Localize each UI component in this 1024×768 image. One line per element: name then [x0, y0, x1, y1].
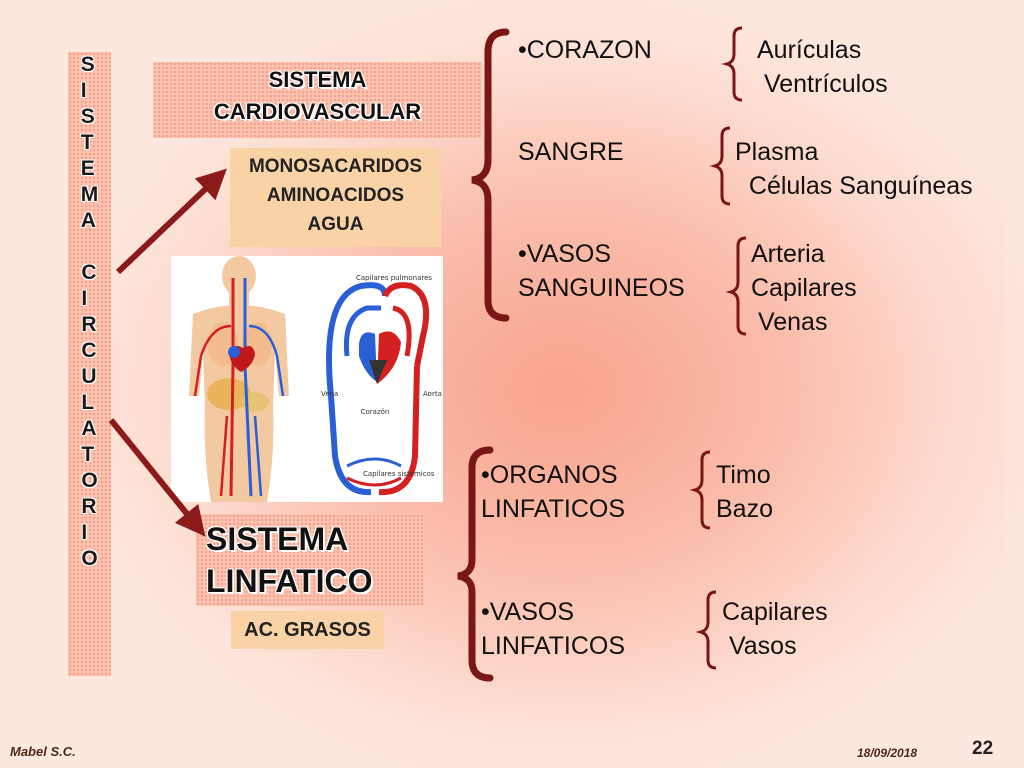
component-vasos-sanguineos-line1: •VASOS — [518, 240, 612, 268]
aorta-label: Aorta — [423, 390, 442, 398]
human-body-figure — [189, 256, 289, 502]
nutrient-item: MONOSACARIDOS — [248, 156, 423, 177]
linfatico-title: SISTEMA LINFATICO — [196, 518, 424, 602]
component-vasos-linfaticos-line2: LINFATICOS — [481, 632, 626, 660]
cardiovascular-nutrients-box: MONOSACARIDOS AMINOACIDOS AGUA — [230, 148, 441, 247]
vertical-title-letter: A — [81, 417, 97, 440]
vertical-title-background — [68, 52, 111, 676]
vertical-title-letter: I — [81, 521, 88, 544]
circulation-illustration-svg: Capilares pulmonares Corazón Vena Aorta … — [189, 256, 442, 502]
brace-vasos-sanguineos-icon — [725, 236, 747, 336]
part-venas: Venas — [751, 308, 828, 336]
component-vasos-linfaticos-line1: •VASOS — [481, 598, 575, 626]
circulation-schematic: Capilares pulmonares Corazón Vena Aorta … — [321, 274, 442, 496]
linfatico-nutrient-box: AC. GRASOS — [231, 611, 384, 649]
component-vasos-sanguineos-line2: SANGUINEOS — [518, 274, 685, 302]
arrow-to-cardiovascular — [115, 168, 227, 275]
part-arteria: Arteria — [751, 240, 825, 268]
nutrient-item: AGUA — [307, 214, 364, 235]
part-timo: Timo — [716, 461, 771, 489]
linfatico-title-line2: LINFATICO — [206, 563, 373, 599]
vertical-title-letter: S — [80, 105, 95, 128]
brace-cardiovascular-icon — [471, 28, 510, 322]
part-auriculas: Aurículas — [757, 36, 862, 64]
part-plasma: Plasma — [735, 138, 819, 166]
footer-date: 18/09/2018 — [857, 746, 918, 760]
capilares-sistemicos-label: Capilares sistémicos — [363, 470, 435, 478]
vertical-title-letter: R — [81, 495, 97, 518]
vertical-title-letter: R — [81, 313, 97, 336]
vertical-title-letter: O — [81, 547, 98, 570]
vertical-title-letter: I — [80, 79, 87, 102]
component-sangre: SANGRE — [518, 138, 624, 166]
vertical-title-letter: C — [81, 339, 97, 362]
component-organos-linfaticos-line1: •ORGANOS — [481, 461, 618, 489]
vertical-title-letter: T — [80, 131, 94, 154]
corazon-label: Corazón — [361, 408, 390, 416]
brace-vasos-linfaticos-icon — [695, 590, 717, 670]
capilares-pulmonares-label: Capilares pulmonares — [356, 274, 432, 282]
vertical-title-letter: I — [81, 287, 88, 310]
vertical-title-letter: U — [81, 365, 97, 388]
component-organos-linfaticos-line2: LINFATICOS — [481, 495, 626, 523]
arrow-to-linfatico — [108, 418, 206, 537]
linfatico-title-background — [196, 514, 424, 606]
vertical-title-letter: O — [81, 469, 98, 492]
linfatico-title-line1: SISTEMA — [206, 521, 349, 557]
brace-linfatico-icon — [457, 446, 494, 682]
vena-label: Vena — [321, 390, 338, 398]
component-corazon: •CORAZON — [518, 36, 652, 64]
footer-page-number: 22 — [972, 738, 994, 759]
vertical-title-letter: S — [80, 53, 95, 76]
part-vasos-linfaticos: Vasos — [722, 632, 797, 660]
circulation-illustration: Capilares pulmonares Corazón Vena Aorta … — [171, 256, 443, 502]
vertical-title-letter: L — [81, 391, 95, 414]
cardiovascular-title-line1: SISTEMA — [268, 67, 367, 92]
part-capilares: Capilares — [751, 274, 857, 302]
footer-author: Mabel S.C. — [10, 744, 76, 759]
brace-corazon-icon — [721, 26, 743, 102]
nutrient-item: AMINOACIDOS — [266, 185, 405, 206]
vertical-title-letter: C — [81, 261, 97, 284]
cardiovascular-title: SISTEMA CARDIOVASCULAR — [153, 64, 482, 128]
vertical-title-letter: M — [80, 183, 99, 206]
brace-sangre-icon — [709, 126, 731, 206]
vertical-title-letter: E — [80, 157, 95, 180]
part-capilares-linfaticos: Capilares — [722, 598, 828, 626]
brace-organos-linfaticos-icon — [689, 450, 711, 530]
part-celulas-sanguineas: Células Sanguíneas — [735, 172, 973, 200]
cardiovascular-title-line2: CARDIOVASCULAR — [213, 99, 422, 124]
vertical-title-letter: T — [81, 443, 95, 466]
cardiovascular-title-background — [153, 62, 482, 138]
vertical-title-letter: A — [80, 209, 96, 232]
part-bazo: Bazo — [716, 495, 773, 523]
part-ventriculos: Ventrículos — [757, 70, 888, 98]
linfatico-nutrient: AC. GRASOS — [244, 619, 371, 641]
